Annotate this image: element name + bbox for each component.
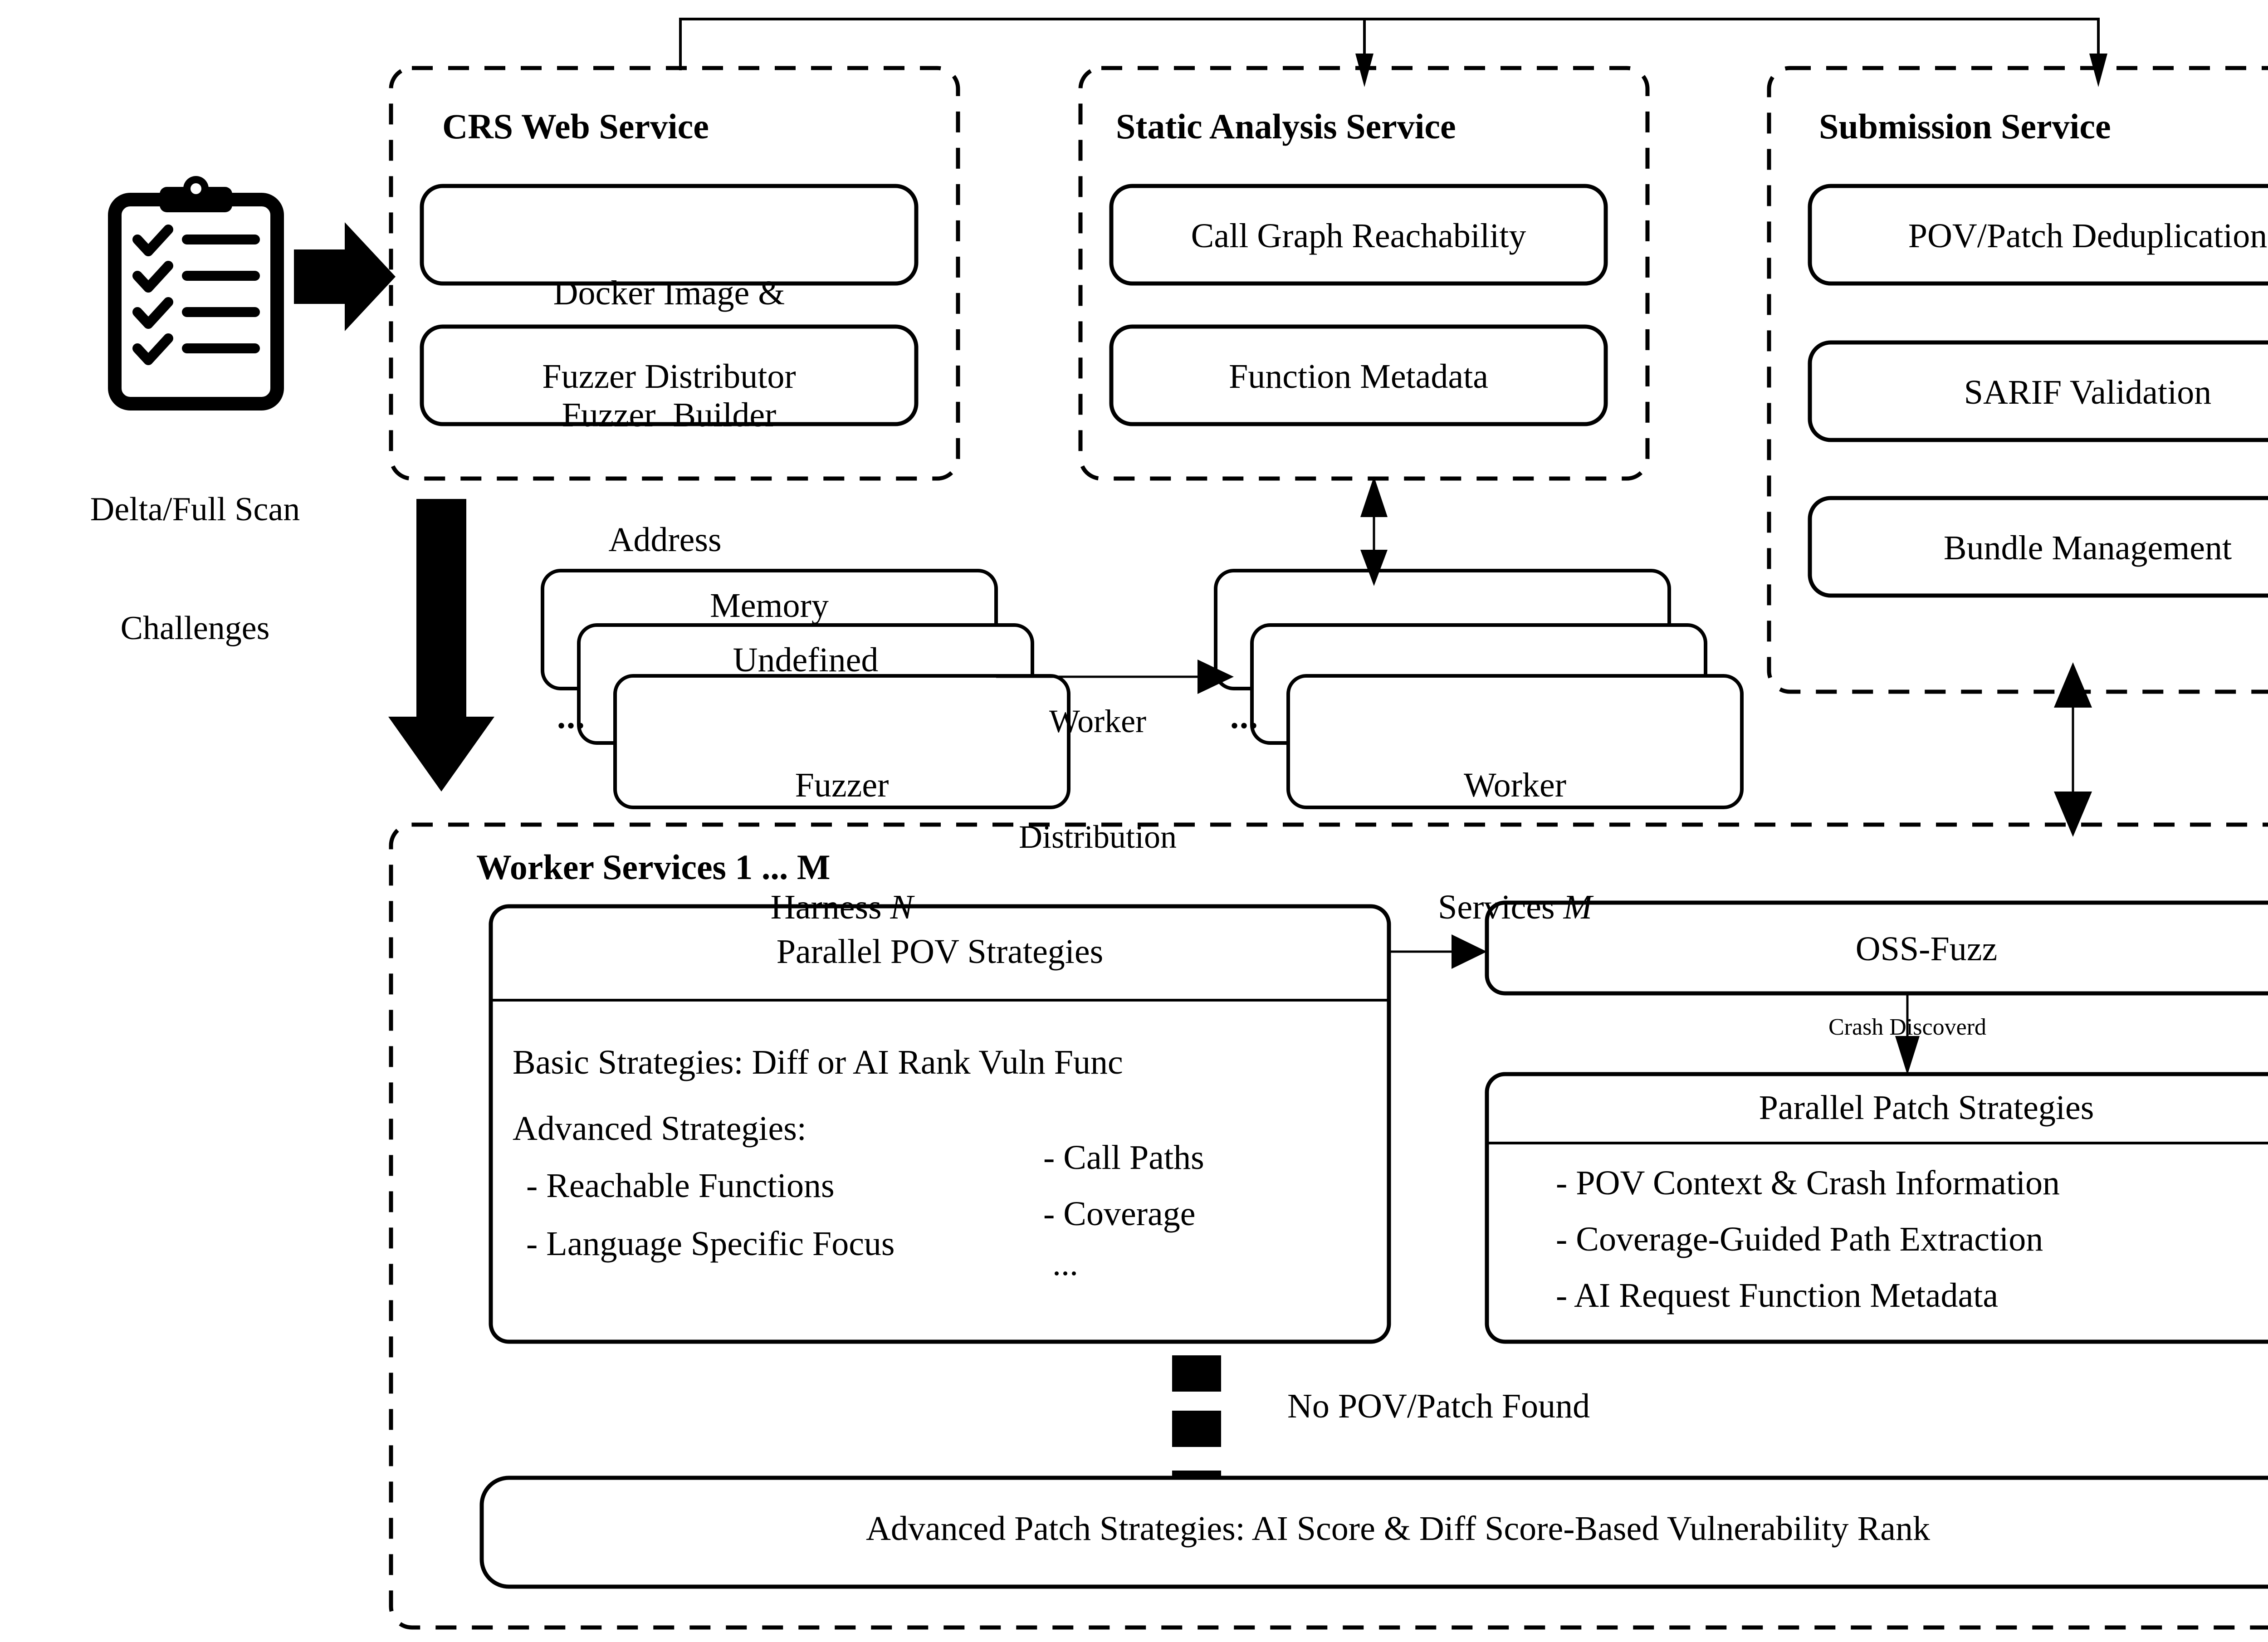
- fuzzer-harness-card-stack: [541, 569, 1070, 809]
- docker-image-fuzzer-builder-label: Docker Image & Fuzzer Builder: [422, 192, 916, 517]
- crs-to-workers-thick-arrow-icon: [388, 499, 494, 792]
- worker-distribution-line1: Worker: [1049, 703, 1147, 739]
- oss-fuzz-box[interactable]: [1485, 900, 2268, 996]
- submission-service-title: Submission Service: [1819, 107, 2111, 146]
- input-caption-line1: Delta/Full Scan: [90, 490, 300, 528]
- crash-discovered-connector: [1895, 993, 1920, 1075]
- parallel-pov-strategies-box[interactable]: [489, 904, 1391, 1344]
- pov-right-bullet-0: - Call Paths: [1043, 1139, 1204, 1177]
- static-analysis-service-title: Static Analysis Service: [1116, 107, 1456, 146]
- worker-stack-ellipsis: ...: [1230, 698, 1259, 736]
- worker-front-index: M: [1563, 888, 1592, 927]
- docker-builder-line1: Docker Image &: [553, 274, 785, 313]
- worker-services-panel: [389, 822, 2268, 1630]
- function-metadata-box[interactable]: [1109, 324, 1608, 426]
- pov-right-bullet-1: - Coverage: [1043, 1195, 1196, 1233]
- no-pov-patch-found-label: No POV/Patch Found: [1287, 1387, 1590, 1425]
- pov-left-bullet-1: - Language Specific Focus: [526, 1225, 895, 1263]
- fuzzer-card-harness-label: Fuzzer Harness N: [615, 684, 1069, 1009]
- parallel-patch-strategies-box[interactable]: [1485, 1072, 2268, 1344]
- pov-left-bullet-0: - Reachable Functions: [526, 1167, 835, 1205]
- worker-services-card-stack: [1214, 569, 1744, 809]
- input-caption: Delta/Full Scan Challenges: [23, 410, 367, 728]
- crs-web-service-title: CRS Web Service: [442, 107, 709, 146]
- docker-builder-line2: Fuzzer Builder: [562, 396, 777, 435]
- parallel-patch-strategies-header: Parallel Patch Strategies: [1759, 1089, 2094, 1127]
- advanced-patch-strategies-bar[interactable]: [479, 1476, 2268, 1589]
- worker-front-word: Services: [1438, 888, 1564, 927]
- fuzzer-harness-word: Harness: [770, 888, 890, 927]
- worker-distribution-connector: [996, 660, 1234, 694]
- worker-services-panel-title: Worker Services 1 ... M: [476, 847, 831, 887]
- submission-worker-bidirectional-connector: [2054, 662, 2092, 837]
- thick-right-arrow-icon: [294, 222, 396, 331]
- fuzzer-harness-line2: Harness N: [615, 887, 1069, 928]
- input-caption-line2: Challenges: [120, 609, 270, 647]
- call-graph-reachability-box[interactable]: [1109, 184, 1608, 286]
- feedback-bus-connector: [679, 18, 2107, 87]
- patch-bullet-0: - POV Context & Crash Information: [1556, 1164, 2060, 1202]
- fuzzer-distributor-label: Fuzzer Distributor: [542, 357, 796, 396]
- fuzzer-stack-heading: Address: [608, 521, 722, 559]
- pov-patch-deduplication-label: POV/Patch Deduplication: [1908, 217, 2268, 255]
- sarif-validation-box[interactable]: [1808, 340, 2268, 442]
- fuzzer-card-memory-label: Memory: [710, 586, 829, 625]
- bundle-management-label: Bundle Management: [1943, 529, 2232, 567]
- fuzzer-harness-index: N: [890, 888, 914, 927]
- worker-front-line1: Worker: [1464, 766, 1566, 805]
- worker-distribution-line2: Distribution: [1018, 818, 1177, 855]
- pov-to-ossfuzz-connector: [1389, 934, 1487, 969]
- worker-card-front[interactable]: [1286, 674, 1744, 809]
- fuzzer-stack-ellipsis: ...: [557, 698, 586, 736]
- pov-basic-strategies-line: Basic Strategies: Diff or AI Rank Vuln F…: [513, 1043, 1123, 1081]
- worker-front-line2: Services M: [1288, 887, 1742, 928]
- static-analysis-service-panel: [1078, 66, 1650, 481]
- parallel-pov-strategies-header: Parallel POV Strategies: [776, 933, 1104, 971]
- fuzzer-harness-line1: Fuzzer: [795, 766, 889, 805]
- fuzzer-card-undefined-label: Undefined: [733, 641, 879, 679]
- crs-web-service-panel: [389, 66, 960, 481]
- call-graph-reachability-label: Call Graph Reachability: [1191, 217, 1526, 255]
- crash-discovered-label: Crash Discoverd: [1828, 1014, 1987, 1040]
- worker-distribution-label: Worker Distribution: [975, 625, 1220, 933]
- static-analysis-worker-bidirectional-connector: [1360, 476, 1388, 586]
- sarif-validation-label: SARIF Validation: [1964, 373, 2212, 411]
- docker-image-fuzzer-builder-box[interactable]: [420, 184, 919, 286]
- worker-card-front-label: Worker Services M: [1288, 684, 1742, 1009]
- pov-patch-deduplication-box[interactable]: [1808, 184, 2268, 286]
- patch-bullet-2: - AI Request Function Metadata: [1556, 1276, 1999, 1315]
- clipboard-checklist-icon: [108, 176, 284, 410]
- pov-advanced-strategies-header: Advanced Strategies:: [513, 1109, 807, 1148]
- fuzzer-distributor-box[interactable]: [420, 324, 919, 426]
- oss-fuzz-label: OSS-Fuzz: [1855, 930, 1998, 968]
- advanced-patch-strategies-label: Advanced Patch Strategies: AI Score & Di…: [866, 1510, 1930, 1548]
- pov-right-bullet-2: ...: [1052, 1245, 1078, 1283]
- fuzzer-card-harness-n[interactable]: [613, 674, 1070, 809]
- patch-bullet-1: - Coverage-Guided Path Extraction: [1556, 1220, 2043, 1258]
- function-metadata-label: Function Metadata: [1229, 357, 1488, 396]
- bundle-management-box[interactable]: [1808, 496, 2268, 598]
